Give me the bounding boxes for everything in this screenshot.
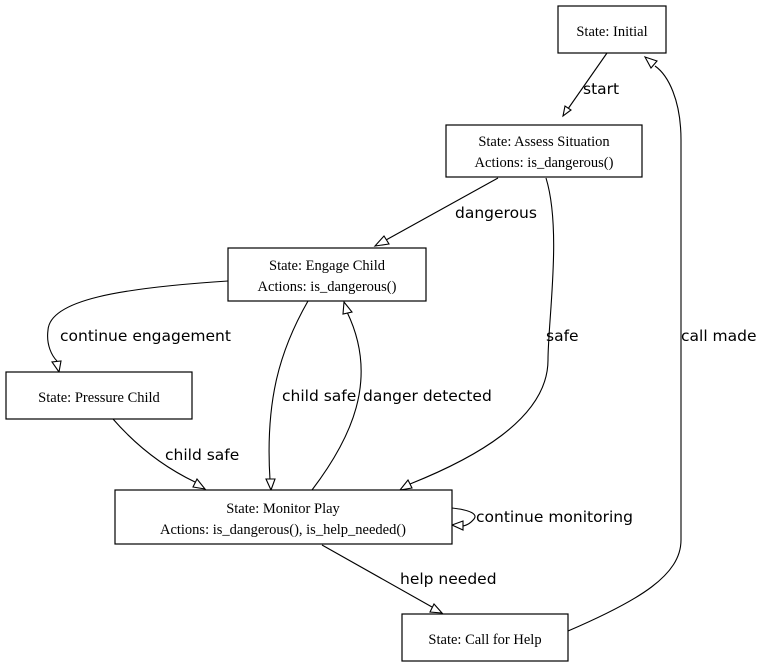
node-call-for-help-line-1: State: Call for Help [428,632,541,648]
node-pressure: State: Pressure Child [5,371,193,420]
node-pressure-line-1: State: Pressure Child [38,390,160,406]
edge-label-call-made: call made [681,327,757,345]
edge-label-start: start [583,80,619,98]
node-engage: State: Engage Child Actions: is_dangerou… [227,247,427,302]
edge-safe: safe [398,177,579,491]
node-engage-line-1: State: Engage Child [269,258,386,274]
node-assess: State: Assess Situation Actions: is_dang… [445,124,643,178]
node-monitor-line-2: Actions: is_dangerous(), is_help_needed(… [160,522,406,538]
node-call-for-help: State: Call for Help [401,613,569,662]
edge-continue-engagement: continue engagement [47,280,231,374]
edge-child-safe-engage: child safe [265,300,356,492]
edge-help-needed: help needed [321,544,497,614]
edge-dangerous: dangerous [373,177,537,247]
edge-label-safe: safe [546,327,579,345]
edge-label-child-safe-engage: child safe [282,387,356,405]
node-assess-line-2: Actions: is_dangerous() [475,155,614,171]
node-initial: State: Initial [557,5,667,54]
edge-start: start [562,52,619,118]
edge-label-child-safe-pressure: child safe [165,446,239,464]
edge-call-made: call made [567,56,757,632]
node-engage-line-2: Actions: is_dangerous() [258,279,397,295]
edge-label-help-needed: help needed [400,570,497,588]
edge-continue-monitoring: continue monitoring [450,507,633,531]
node-monitor-line-1: State: Monitor Play [226,501,340,517]
edge-child-safe-pressure: child safe [112,418,239,490]
node-initial-line-1: State: Initial [576,24,647,40]
edge-danger-detected: danger detected [311,300,492,491]
node-assess-line-1: State: Assess Situation [478,134,610,150]
edge-label-continue-engagement: continue engagement [60,327,231,345]
edge-label-dangerous: dangerous [455,204,537,222]
node-monitor: State: Monitor Play Actions: is_dangerou… [114,489,453,545]
edge-label-danger-detected: danger detected [363,387,492,405]
edge-label-continue-monitoring: continue monitoring [476,508,633,526]
